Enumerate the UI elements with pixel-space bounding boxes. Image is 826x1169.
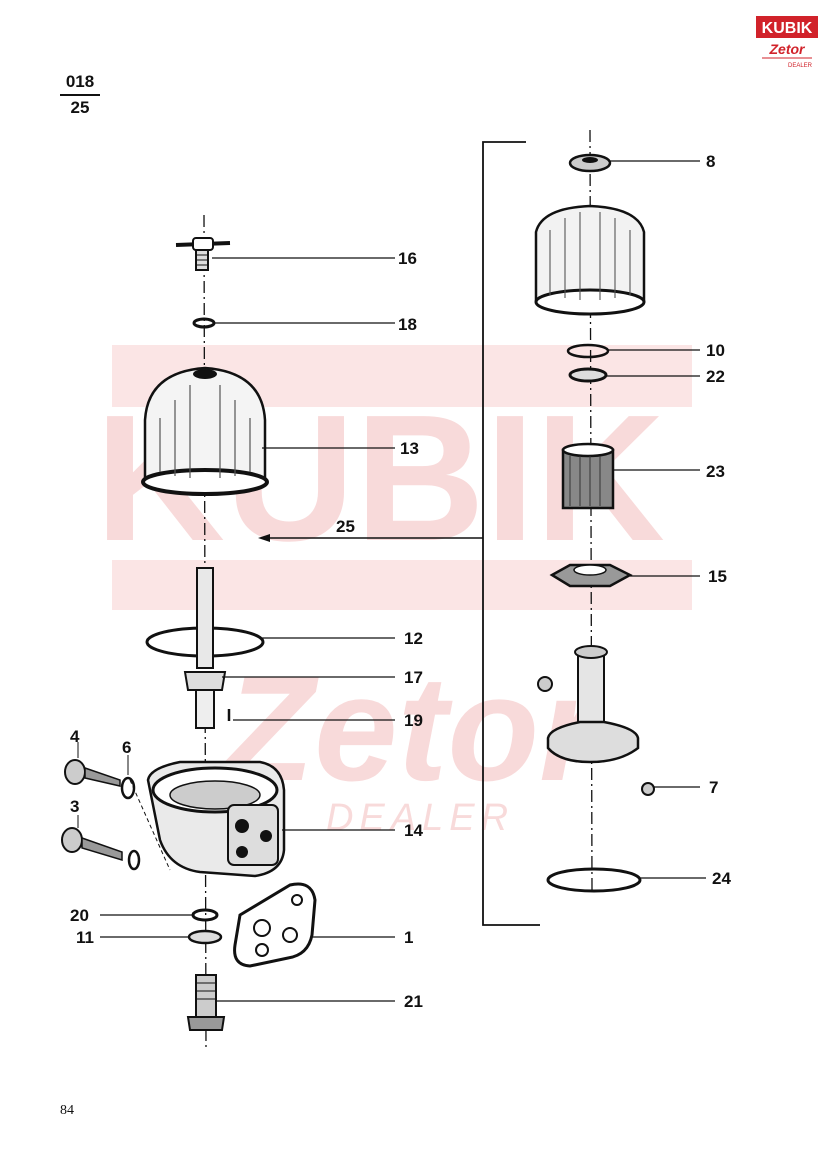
part-14-filter-head xyxy=(146,760,286,878)
part-15-rotor-disc xyxy=(549,563,633,588)
sheet-code-divider xyxy=(60,94,100,96)
label-22: 22 xyxy=(706,367,725,386)
label-10: 10 xyxy=(706,341,725,360)
part-20-seal-ring xyxy=(191,908,219,922)
part-7-plug xyxy=(641,782,655,796)
label-11: 11 xyxy=(76,928,94,947)
label-1: 1 xyxy=(404,928,413,947)
group-25-arrow xyxy=(258,534,270,542)
part-18-o-ring xyxy=(192,317,216,329)
label-23: 23 xyxy=(706,462,725,481)
logo-red-band xyxy=(756,16,818,38)
label-20: 20 xyxy=(70,906,89,925)
central-tube xyxy=(196,567,214,669)
rotor-base-shaft xyxy=(546,645,640,764)
part-labels: 16 18 13 25 12 17 19 4 6 3 14 20 11 1 21… xyxy=(70,152,731,1011)
part-1-flange-gasket xyxy=(233,882,317,968)
part-11-washer xyxy=(187,929,223,945)
logo-tag-text: DEALER xyxy=(788,63,813,69)
label-6: 6 xyxy=(122,738,131,757)
part-23-strainer xyxy=(561,442,615,510)
part-13-filter-bowl xyxy=(141,366,269,496)
label-4: 4 xyxy=(70,727,80,746)
part-6-washer xyxy=(120,755,136,800)
label-13: 13 xyxy=(400,439,419,458)
sheet-code: 018 25 xyxy=(60,72,100,118)
kubik-zetor-logo: KUBIK Zetor DEALER xyxy=(756,16,818,69)
part-3-bolt xyxy=(61,815,141,871)
label-3: 3 xyxy=(70,797,79,816)
sheet-code-top: 018 xyxy=(65,72,95,91)
label-24: 24 xyxy=(712,869,731,888)
logo-brand-text: KUBIK xyxy=(762,20,813,37)
watermark-tag: DEALER xyxy=(326,797,514,839)
part-10-ring xyxy=(566,343,610,359)
label-18: 18 xyxy=(398,315,417,334)
label-25: 25 xyxy=(336,517,355,536)
page-number: 84 xyxy=(60,1103,74,1118)
label-16: 16 xyxy=(398,249,417,268)
label-12: 12 xyxy=(404,629,423,648)
part-17-tube-nut xyxy=(183,671,227,729)
label-15: 15 xyxy=(708,567,727,586)
part-4-bolt xyxy=(64,742,121,787)
part-21-hollow-bolt xyxy=(186,974,226,1031)
label-19: 19 xyxy=(404,711,423,730)
part-24-seal-ring xyxy=(546,867,642,893)
label-14: 14 xyxy=(404,821,423,840)
leader-lines xyxy=(100,160,706,1002)
part-8-nut xyxy=(568,153,612,173)
left-center-axis xyxy=(203,214,207,1051)
group-25-bracket xyxy=(482,141,540,926)
part-16-vent-screw xyxy=(175,237,231,271)
logo-sub-text: Zetor xyxy=(769,41,807,57)
part-22-ring xyxy=(568,367,608,383)
small-plug xyxy=(537,676,553,692)
label-8: 8 xyxy=(706,152,715,171)
rotor-cover xyxy=(534,204,646,316)
label-7: 7 xyxy=(709,778,718,797)
label-21: 21 xyxy=(404,992,423,1011)
sheet-code-bottom: 25 xyxy=(70,98,90,117)
label-17: 17 xyxy=(404,668,423,687)
